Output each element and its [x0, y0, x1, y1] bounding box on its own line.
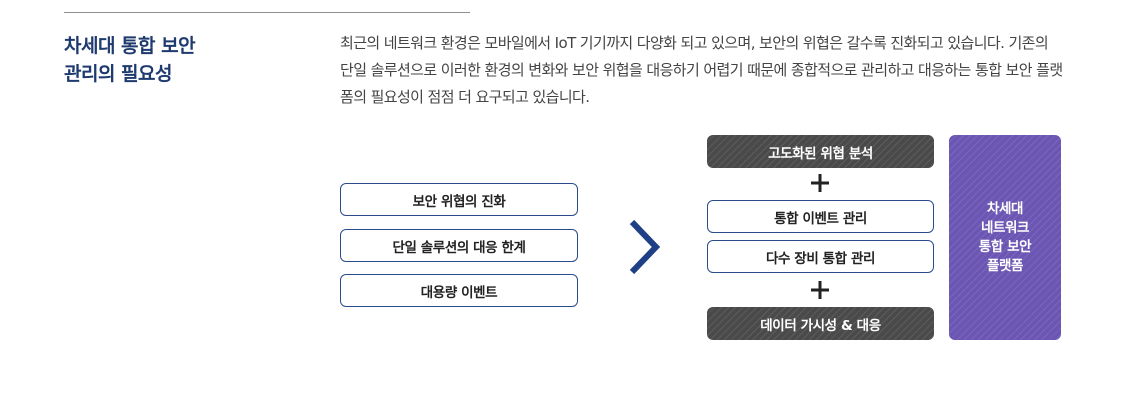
next-gen-platform-box: 차세대 네트워크 통합 보안 플랫폼: [949, 135, 1061, 340]
platform-label-line-2: 네트워크: [980, 219, 1030, 236]
component-multi-device-management: 다수 장비 통합 관리: [707, 240, 934, 273]
top-divider: [64, 12, 470, 13]
problem-box-threat-evolution: 보안 위협의 진화: [340, 183, 578, 216]
problem-box-large-events: 대용량 이벤트: [340, 274, 578, 307]
problem-box-single-solution-limit: 단일 솔루션의 대응 한계: [340, 229, 578, 262]
plus-icon: [811, 281, 829, 299]
chevron-right-icon: [629, 219, 661, 275]
section-heading: 차세대 통합 보안 관리의 필요성: [64, 32, 314, 88]
section-heading-line-1: 차세대 통합 보안: [64, 35, 196, 57]
platform-label-line-3: 통합 보안: [978, 238, 1032, 255]
platform-label-line-1: 차세대: [986, 200, 1024, 217]
section-heading-line-2: 관리의 필요성: [64, 63, 173, 85]
component-advanced-threat-analysis: 고도화된 위협 분석: [707, 135, 934, 168]
section-description: 최근의 네트워크 환경은 모바일에서 IoT 기기까지 다양화 되고 있으며, …: [340, 34, 1063, 106]
platform-label-line-4: 플랫폼: [986, 257, 1024, 274]
component-data-visibility-response: 데이터 가시성 & 대응: [707, 307, 934, 340]
plus-icon: [811, 174, 829, 192]
component-integrated-event-management: 통합 이벤트 관리: [707, 200, 934, 233]
